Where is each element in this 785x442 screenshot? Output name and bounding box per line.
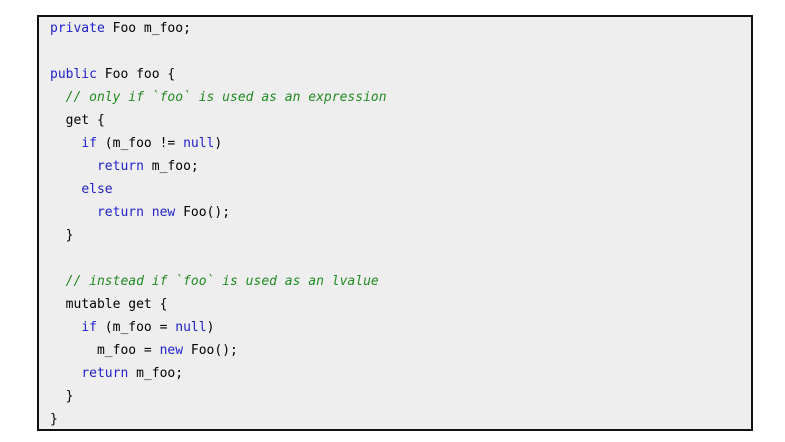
code-keyword: return xyxy=(81,366,129,381)
code-text: (m_foo = xyxy=(96,320,176,335)
code-line: return m_foo; xyxy=(50,362,740,385)
code-keyword: new xyxy=(159,343,184,358)
code-line xyxy=(50,247,740,270)
code-keyword: null xyxy=(183,136,215,151)
code-text xyxy=(144,205,152,220)
code-keyword: return xyxy=(96,205,144,220)
code-text: m_foo = xyxy=(50,343,160,358)
code-text: Foo(); xyxy=(175,205,231,220)
code-text: Foo(); xyxy=(183,343,238,358)
code-keyword: if xyxy=(81,136,97,151)
code-keyword: null xyxy=(175,320,207,335)
code-text: m_foo; xyxy=(143,159,199,174)
code-text: } xyxy=(50,228,74,243)
code-text: (m_foo != xyxy=(96,136,184,151)
code-text: mutable get { xyxy=(50,297,168,312)
code-line: private Foo m_foo; xyxy=(50,17,740,40)
code-line: } xyxy=(50,408,740,429)
code-line: else xyxy=(50,178,740,201)
code-text: ) xyxy=(206,320,215,335)
code-keyword: return xyxy=(96,159,144,174)
code-text xyxy=(50,320,81,335)
code-keyword: new xyxy=(151,205,176,220)
code-line: } xyxy=(50,224,740,247)
code-comment: // only if `foo` is used as an expressio… xyxy=(50,90,387,105)
code-text xyxy=(50,366,81,381)
code-line: if (m_foo = null) xyxy=(50,316,740,339)
code-text: get { xyxy=(50,113,105,128)
code-text xyxy=(50,205,97,220)
code-line: } xyxy=(50,385,740,408)
code-text: } xyxy=(50,389,74,404)
code-line: if (m_foo != null) xyxy=(50,132,740,155)
code-line: // instead if `foo` is used as an lvalue xyxy=(50,270,740,293)
code-line: return m_foo; xyxy=(50,155,740,178)
code-line: mutable get { xyxy=(50,293,740,316)
code-text xyxy=(50,182,81,197)
code-text xyxy=(50,159,97,174)
code-text: Foo m_foo; xyxy=(104,21,191,36)
code-text: m_foo; xyxy=(128,366,184,381)
code-line: get { xyxy=(50,109,740,132)
code-line: public Foo foo { xyxy=(50,63,740,86)
code-keyword: private xyxy=(50,21,105,36)
code-line: // only if `foo` is used as an expressio… xyxy=(50,86,740,109)
code-comment: // instead if `foo` is used as an lvalue xyxy=(50,274,379,289)
code-keyword: if xyxy=(81,320,97,335)
code-line: m_foo = new Foo(); xyxy=(50,339,740,362)
code-text: } xyxy=(50,412,58,427)
code-block: private Foo m_foo; public Foo foo { // o… xyxy=(37,15,753,431)
code-text: ) xyxy=(214,136,223,151)
code-text xyxy=(50,136,81,151)
code-line: return new Foo(); xyxy=(50,201,740,224)
code-text: Foo foo { xyxy=(96,67,176,82)
code-keyword: else xyxy=(81,182,113,197)
code-keyword: public xyxy=(50,67,97,82)
code-line xyxy=(50,40,740,63)
